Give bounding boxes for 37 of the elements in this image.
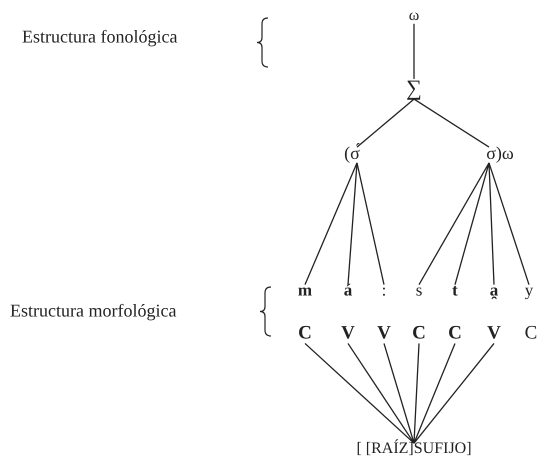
tree-node-label: C — [412, 324, 426, 344]
tree-branch-line — [356, 162, 385, 285]
tree-node-label: t — [452, 282, 458, 300]
tree-branch-line — [347, 162, 358, 285]
tree-branch-line — [488, 162, 495, 285]
tree-branch-line — [413, 24, 415, 79]
tree-node-label: V — [377, 324, 391, 344]
tree-branch-line — [304, 342, 414, 444]
tree-branch-line — [347, 343, 415, 444]
tree-node-label: V — [487, 324, 501, 344]
tree-branch-line — [383, 343, 415, 444]
tree-node-label: á — [344, 282, 352, 300]
tree-branch-line — [414, 98, 490, 148]
tree-branch-line — [418, 162, 490, 285]
tree-node-label: C — [524, 324, 538, 344]
tree-node-label: C — [448, 324, 462, 344]
tree-node-label: σ)ω — [486, 144, 514, 164]
tree-node-label: ∑ — [406, 76, 422, 100]
tree-node-label: y — [524, 282, 534, 300]
tree-node-label: C — [298, 324, 312, 344]
tree-node-label: s — [416, 282, 422, 300]
tree-branch-line — [413, 343, 420, 444]
tree-node-label: a̯ — [490, 282, 498, 300]
tree-node-label: (σ́ — [344, 144, 360, 164]
level-label: Estructura morfológica — [10, 300, 176, 322]
tree-branch-line — [454, 162, 490, 285]
tree-node-label: m — [298, 282, 312, 300]
tree-branch-line — [304, 162, 358, 285]
tree-node-label: : — [382, 282, 386, 300]
tree-node-label: [ [RAÍZ]SUFIJO] — [356, 440, 472, 458]
tree-node-label: ω — [408, 7, 420, 25]
tree-branch-line — [414, 343, 494, 444]
tree-branch-line — [488, 162, 530, 285]
tree-branch-line — [413, 343, 456, 444]
level-label: Estructura fonológica — [22, 26, 178, 48]
tree-branch-line — [356, 98, 414, 148]
tree-node-label: V — [341, 324, 355, 344]
